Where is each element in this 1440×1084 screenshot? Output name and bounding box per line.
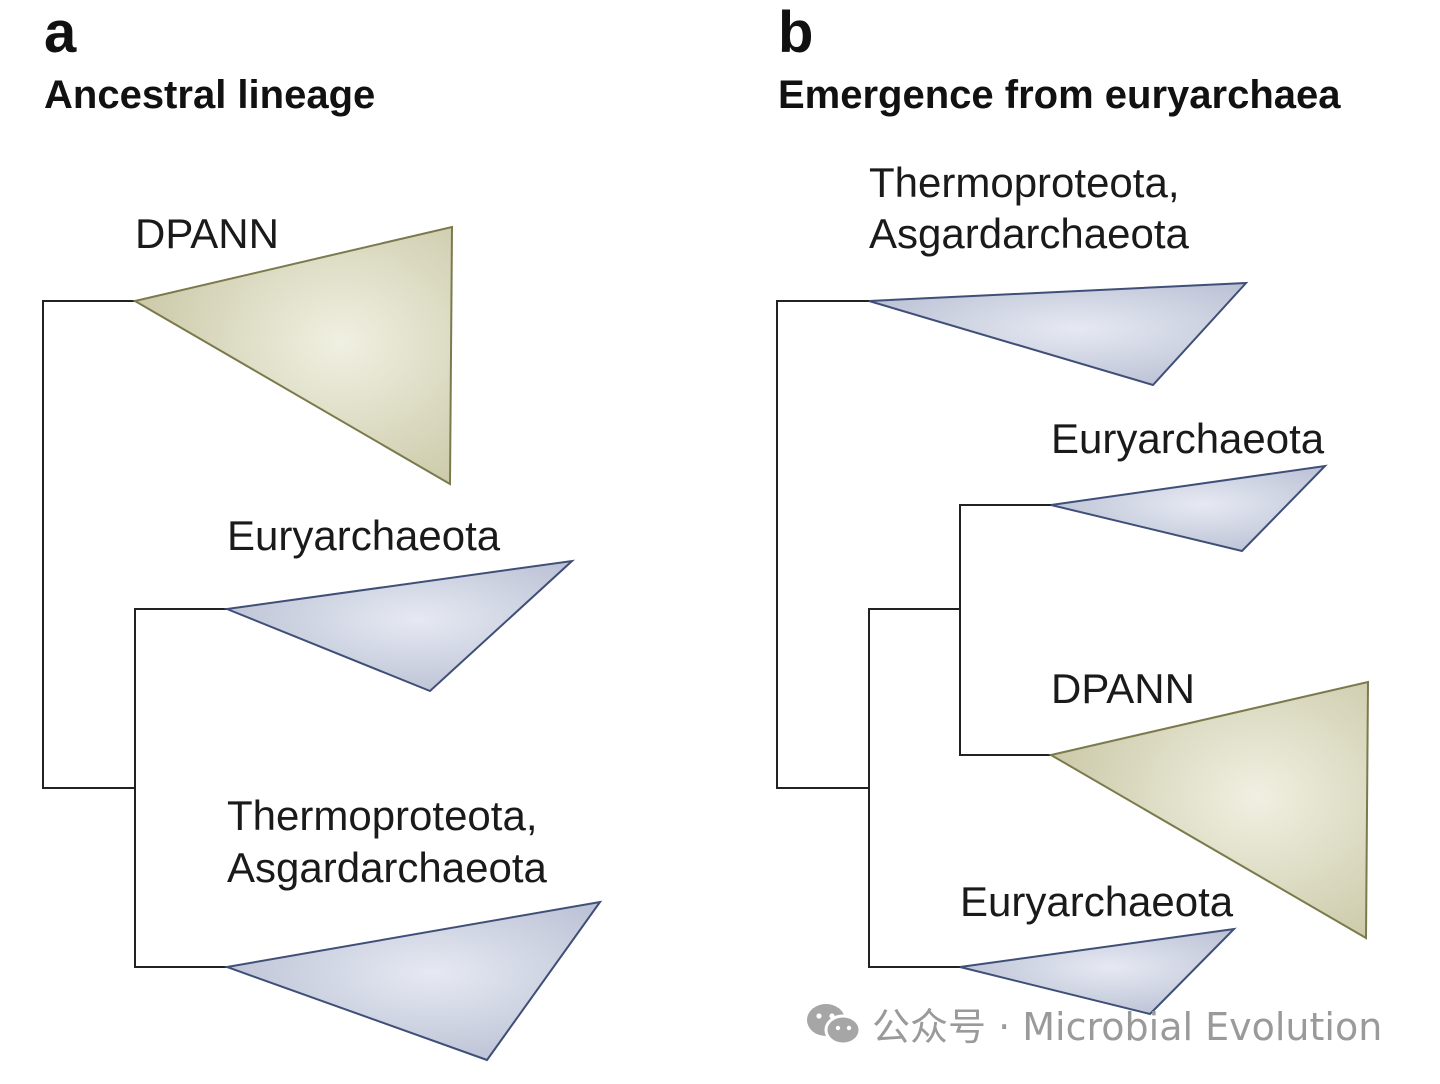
panel-b-thermo-label-line1: Thermoproteota, — [869, 159, 1180, 206]
panel-b-euryarchaeota-lower-clade — [959, 927, 1237, 1016]
panel-a-letter: a — [44, 0, 77, 65]
panel-b-third-branch — [959, 504, 1051, 756]
panel-a-dpann-label: DPANN — [135, 210, 279, 257]
panel-a-euryarchaeota-label: Euryarchaeota — [227, 512, 501, 559]
panel-b-euryarchaeota-lower-label: Euryarchaeota — [960, 878, 1234, 925]
panel-a-root-branch — [42, 300, 135, 789]
panel-a: a Ancestral lineage DPANN Euryarchaeota … — [42, 0, 603, 1062]
panel-a-thermo-asgard-clade — [223, 900, 603, 1062]
panel-b-euryarchaeota-upper-clade — [1050, 464, 1328, 553]
wechat-icon — [807, 1004, 862, 1046]
panel-b-dpann-clade — [1048, 680, 1370, 940]
panel-b-root-branch — [776, 300, 869, 789]
panel-a-inner-branch — [134, 608, 227, 968]
panel-a-euryarchaeota-clade — [223, 559, 576, 693]
panel-b-thermo-label-line2: Asgardarchaeota — [869, 210, 1190, 257]
panel-b-title: Emergence from euryarchaea — [778, 73, 1341, 117]
panel-b-euryarchaeota-upper-label: Euryarchaeota — [1051, 415, 1325, 462]
panel-a-title: Ancestral lineage — [44, 73, 375, 117]
panel-a-dpann-clade — [132, 225, 454, 486]
panel-b-letter: b — [778, 0, 813, 65]
panel-b-second-branch — [868, 608, 960, 968]
watermark-text: 公众号 · Microbial Evolution — [872, 1005, 1382, 1049]
panel-b: b Emergence from euryarchaea Thermoprote… — [776, 0, 1370, 1016]
watermark: 公众号 · Microbial Evolution — [807, 1004, 1382, 1049]
panel-b-dpann-label: DPANN — [1051, 665, 1195, 712]
panel-b-thermo-asgard-clade — [868, 281, 1249, 387]
panel-a-thermo-label-line2: Asgardarchaeota — [227, 844, 548, 891]
panel-a-thermo-label-line1: Thermoproteota, — [227, 792, 538, 839]
